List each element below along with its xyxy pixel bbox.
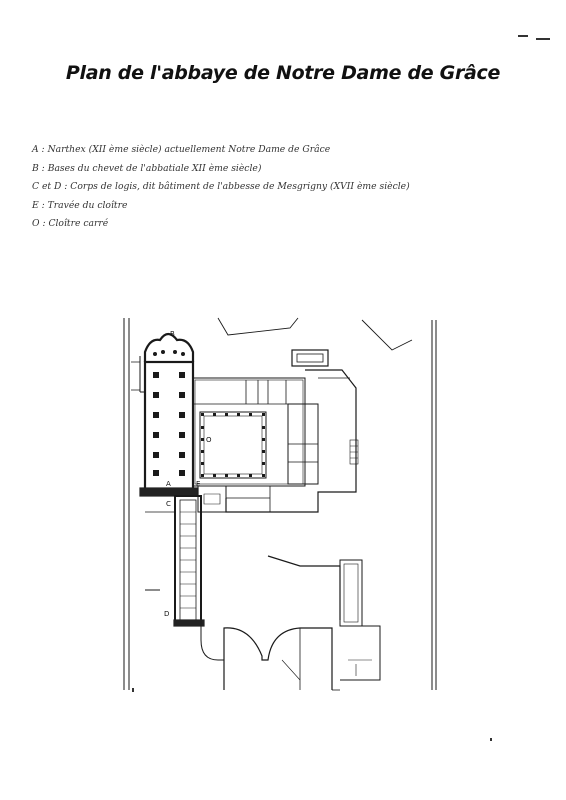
page-title: Plan de l'abbaye de Notre Dame de Grâce (65, 62, 501, 84)
plan-label-d: D (164, 610, 169, 618)
legend-item-o: O : Cloître carré (32, 218, 109, 229)
plan-label-o: O (206, 436, 212, 444)
abbess-building (173, 495, 205, 627)
plan-label-c: C (166, 500, 171, 508)
legend-list: A : Narthex (XII ème siècle) actuellemen… (32, 141, 410, 234)
cloister-columns (201, 413, 265, 477)
plan-label-e: E (196, 480, 200, 488)
legend-item-c-d: C et D : Corps de logis, dit bâtiment de… (32, 181, 410, 192)
plan-label-b: B (170, 330, 175, 338)
scan-mark (536, 38, 550, 40)
scan-mark (132, 688, 134, 692)
scan-mark (518, 35, 528, 37)
church-nave (139, 332, 199, 497)
legend-item-a: A : Narthex (XII ème siècle) actuellemen… (32, 144, 331, 155)
legend-item-b: B : Bases du chevet de l'abbatiale XII è… (32, 162, 262, 174)
legend-item-e: E : Travée du cloître (32, 199, 128, 211)
plan-label-a: A (166, 480, 171, 488)
nave-pillars (153, 350, 185, 476)
scan-mark (490, 738, 492, 741)
